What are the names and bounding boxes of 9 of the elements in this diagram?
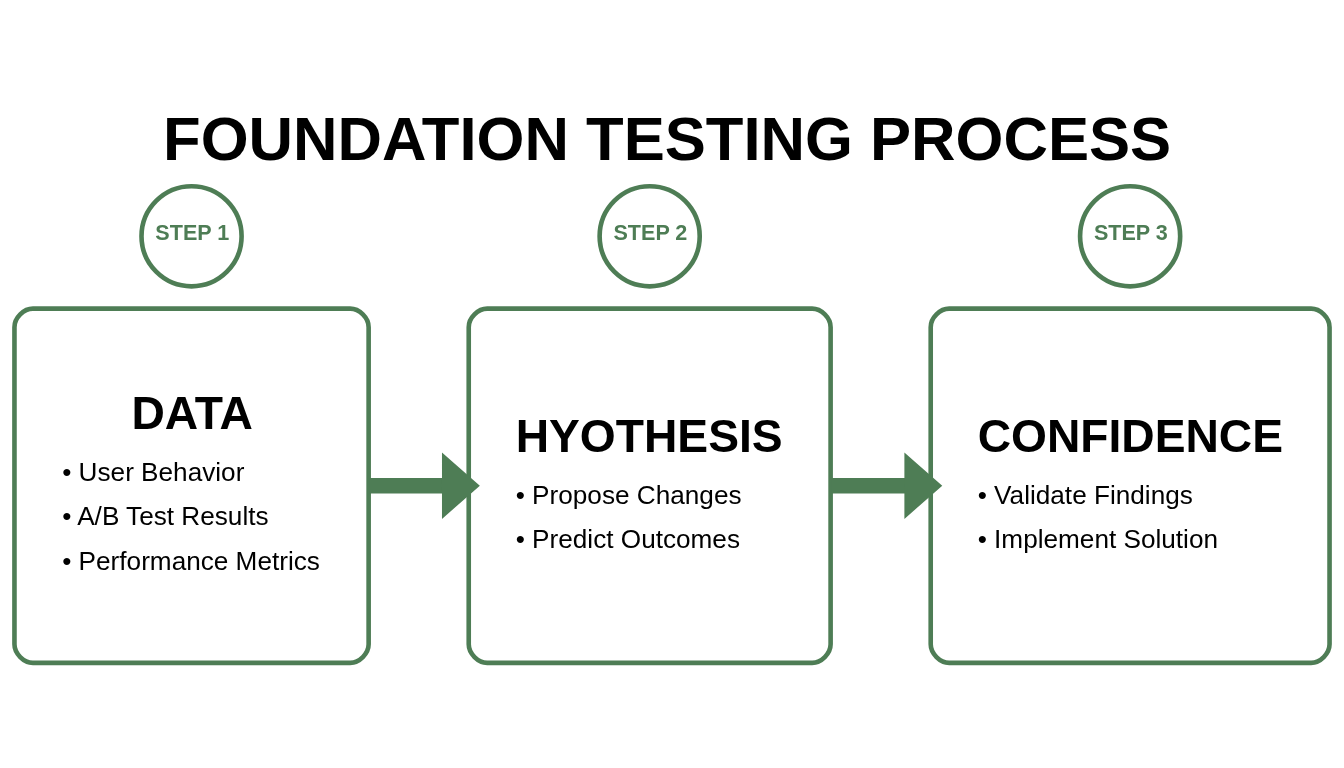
- node-circle: STEP 1: [139, 183, 244, 289]
- node-box: CONFIDENCE • Validate Findings • Implement Solution: [928, 305, 1332, 665]
- node-circle: STEP 3: [1077, 183, 1183, 289]
- node-box: DATA • User Behavior • A/B Test Results • Performance Metrics: [12, 305, 371, 665]
- diagram-title: FOUNDATION TESTING PROCESS: [163, 103, 1172, 173]
- node-box: HYOTHESIS • Propose Changes • Predict Outcomes: [466, 305, 833, 665]
- arrow: [369, 452, 480, 519]
- node-circle: STEP 2: [597, 183, 703, 289]
- arrow: [831, 452, 943, 519]
